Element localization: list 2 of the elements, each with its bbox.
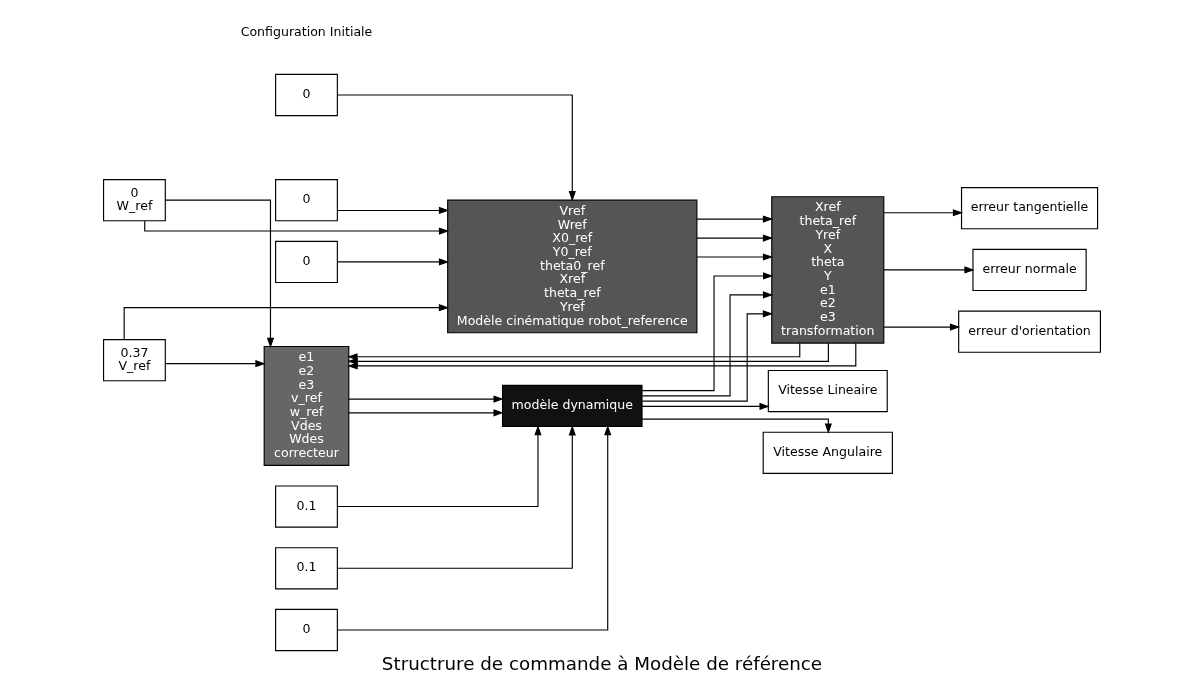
- diagram-title: Structrure de commande à Modèle de référence: [381, 652, 822, 674]
- label: Configuration Initiale: [240, 24, 372, 40]
